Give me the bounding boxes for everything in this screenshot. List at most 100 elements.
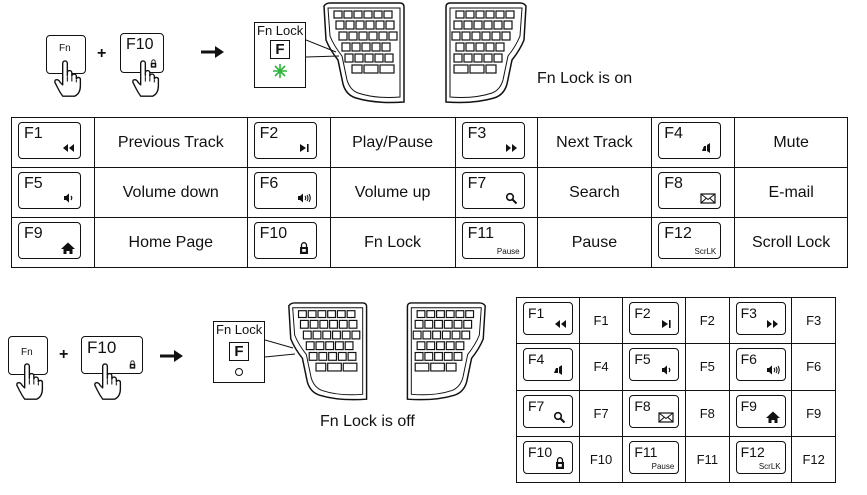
fn-key-label: Fn [21, 347, 33, 358]
fn-lock-label: Fn Lock [257, 23, 304, 38]
split-keyboard-illustration [323, 2, 527, 104]
function-key-label: F5 [634, 351, 651, 368]
email-icon [700, 191, 716, 205]
volume-down-icon [60, 191, 76, 205]
plus-sign: + [59, 346, 69, 363]
key-cell: F3 [454, 117, 538, 168]
key-cell: F2 [622, 296, 687, 345]
function-description: Volume up [329, 167, 456, 218]
function-description: F8 [685, 389, 730, 437]
function-key-f9: F9 [735, 394, 786, 428]
key-cell: F10 [516, 435, 580, 484]
function-key-f7: F7 [461, 172, 525, 209]
key-cell: F2 [246, 117, 331, 168]
key-cell: F8 [622, 389, 687, 437]
key-cell: F4 [516, 343, 580, 391]
function-key-f1: F1 [18, 122, 81, 159]
pressing-hand-icon [14, 362, 44, 400]
function-description: Home Page [93, 217, 248, 268]
function-key-label: F11 [467, 225, 494, 242]
key-cell: F1 [11, 117, 95, 168]
indicator-light-off-icon [235, 368, 243, 376]
email-icon [658, 410, 674, 424]
key-cell: F1 [516, 296, 580, 345]
function-description: F6 [791, 343, 836, 391]
mute-icon [700, 141, 716, 155]
split-keyboard-illustration [288, 302, 486, 401]
key-cell: F4 [651, 117, 736, 168]
play-pause-icon [296, 141, 312, 155]
function-description: Next Track [536, 117, 653, 168]
function-description: F9 [791, 389, 836, 437]
fn-lock-f-key: F [270, 40, 290, 59]
key-cell: F8 [651, 167, 736, 218]
f10-key: F10 [81, 336, 143, 374]
fn-lock-label: Fn Lock [216, 322, 263, 337]
fn-lock-indicator-on: Fn Lock F [254, 22, 306, 88]
function-key-label: F4 [664, 125, 683, 142]
function-key-f8: F8 [629, 394, 680, 428]
next-track-icon [504, 141, 520, 155]
function-key-label: F6 [740, 351, 757, 368]
pressing-hand-icon [52, 59, 82, 97]
function-description: Play/Pause [329, 117, 456, 168]
function-key-label: F2 [259, 125, 279, 142]
key-cell: F10 [246, 217, 331, 268]
function-key-f7: F7 [523, 394, 573, 428]
home-icon [60, 241, 76, 255]
function-key-f1: F1 [523, 302, 573, 335]
function-key-label: F3 [467, 125, 487, 142]
callout-line [265, 339, 296, 358]
home-icon [765, 410, 781, 424]
previous-track-icon [60, 141, 76, 155]
mute-icon [552, 363, 568, 377]
function-description: F7 [578, 389, 624, 437]
fn-lock-off-combo: Fn + F10 [8, 336, 198, 411]
function-key-f6: F6 [253, 172, 317, 209]
play-pause-icon [658, 317, 674, 331]
function-key-label: F9 [740, 397, 757, 414]
plus-sign: + [97, 45, 107, 62]
key-cell: F5 [622, 343, 687, 391]
function-description: F5 [685, 343, 730, 391]
fn-lock-on-combo: Fn + F10 [46, 33, 236, 110]
function-key-label: F12 [664, 225, 692, 242]
lock-icon [296, 241, 312, 255]
function-key-f10: F10 [523, 440, 573, 474]
function-description: Pause [536, 217, 653, 268]
function-key-f3: F3 [461, 122, 525, 159]
function-key-label: F3 [740, 305, 757, 321]
function-description: E-mail [734, 167, 848, 218]
function-description: Volume down [93, 167, 248, 218]
function-key-label: F7 [528, 397, 545, 414]
function-key-label: F5 [24, 175, 43, 192]
key-sublabel: ScrLK [694, 247, 717, 256]
fn-lock-indicator-off: Fn Lock F [213, 321, 265, 383]
function-key-label: F1 [24, 125, 43, 142]
key-sublabel: ScrLK [758, 461, 781, 471]
fn-lock-status-off: Fn Lock is off [320, 413, 415, 430]
fn-key-label: Fn [59, 43, 71, 54]
function-key-f4: F4 [523, 348, 573, 382]
function-key-f4: F4 [658, 122, 722, 159]
function-description: Mute [734, 117, 848, 168]
next-track-icon [765, 317, 781, 331]
function-key-label: F11 [634, 443, 658, 460]
function-key-label: F12 [740, 443, 765, 460]
function-key-label: F2 [634, 305, 651, 321]
function-description: Search [536, 167, 653, 218]
key-sublabel: Pause [496, 247, 520, 256]
key-cell: F6 [246, 167, 331, 218]
volume-up-icon [765, 363, 781, 377]
previous-track-icon [552, 317, 568, 331]
